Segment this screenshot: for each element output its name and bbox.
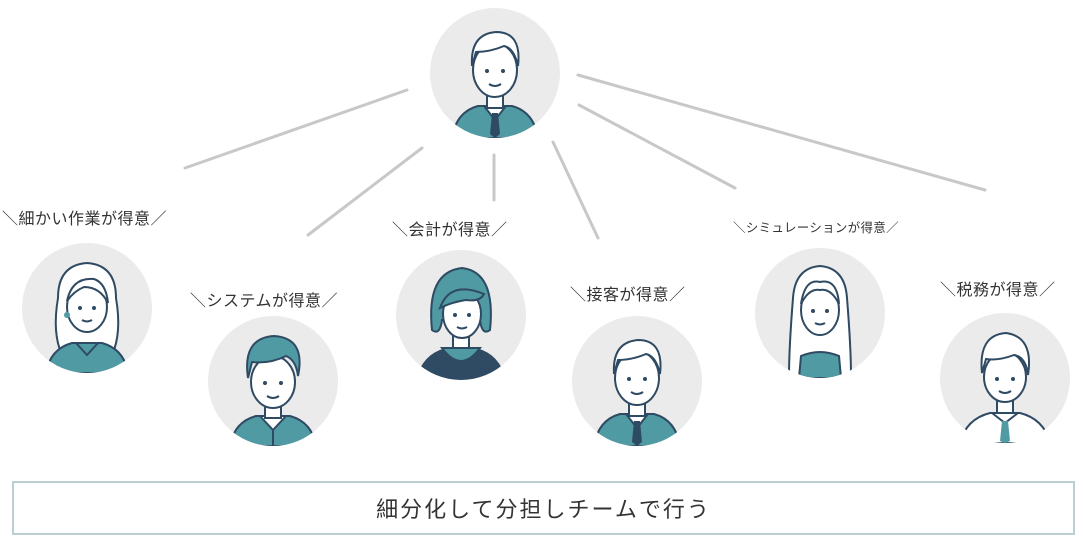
connector-line (183, 88, 409, 170)
connector-line (551, 140, 600, 240)
member-avatar-2 (208, 316, 338, 446)
connector-line (577, 103, 737, 190)
skill-label-4: ＼接客が得意／ (570, 285, 686, 304)
summary-text: 細分化して分担しチームで行う (376, 498, 711, 523)
member-avatar-4 (572, 316, 702, 446)
skill-label-5: ＼シミュレーションが得意／ (733, 220, 899, 235)
skill-label-6: ＼税務が得意／ (940, 280, 1056, 299)
man-in-suit-icon (450, 30, 540, 138)
connector-line (306, 146, 424, 237)
member-avatar-3 (396, 250, 526, 380)
leader-avatar (430, 8, 560, 138)
woman-long-hair-icon (787, 264, 853, 378)
member-avatar-1 (22, 243, 152, 373)
man-teal-hair-icon (228, 334, 318, 446)
member-avatar-5 (755, 248, 885, 378)
member-avatar-6 (940, 313, 1070, 443)
woman-wavy-hair-icon (44, 261, 130, 373)
connector-line (576, 73, 987, 192)
young-man-icon (958, 331, 1052, 443)
skill-label-2: ＼システムが得意／ (190, 291, 339, 310)
summary-box: 細分化して分担しチームで行う (12, 481, 1075, 535)
skill-label-3: ＼会計が得意／ (392, 220, 508, 239)
man-in-suit-icon (592, 338, 682, 446)
skill-label-1: ＼細かい作業が得意／ (2, 209, 168, 228)
woman-bob-hair-icon (416, 266, 506, 380)
